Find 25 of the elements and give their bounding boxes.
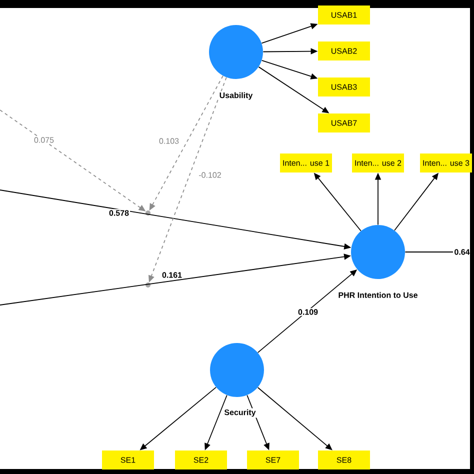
construct-label: PHR Intention to Use xyxy=(337,291,419,299)
indicator-box: USAB1 xyxy=(318,6,370,24)
construct-circle xyxy=(209,25,263,79)
edge-label: -0.102 xyxy=(198,171,222,179)
construct-circle xyxy=(351,225,405,279)
indicator-box: USAB2 xyxy=(318,42,370,60)
construct-circle xyxy=(210,343,264,397)
indicator-box: SE2 xyxy=(175,450,227,470)
edge-label: 0.075 xyxy=(33,136,55,144)
arrow xyxy=(257,387,332,450)
construct-label: Security xyxy=(223,408,257,418)
edge-label: 0.578 xyxy=(108,209,130,217)
indicator-box: SE8 xyxy=(318,450,370,470)
indicator-box: Inten... use 3 xyxy=(420,154,472,172)
indicator-box: Inten... use 2 xyxy=(352,154,404,172)
indicator-box: SE7 xyxy=(247,450,299,470)
construct-label: Usability xyxy=(218,91,254,101)
indicator-box: USAB3 xyxy=(318,78,370,96)
indicator-box: USAB7 xyxy=(318,114,370,132)
edge-label: 0.161 xyxy=(161,271,183,279)
edge-label: 0.109 xyxy=(297,308,319,316)
indicator-box: SE1 xyxy=(102,450,154,470)
edge-label: 0.103 xyxy=(158,137,180,145)
indicator-box: Inten... use 1 xyxy=(280,154,332,172)
path-value: 0.64 xyxy=(454,249,470,255)
